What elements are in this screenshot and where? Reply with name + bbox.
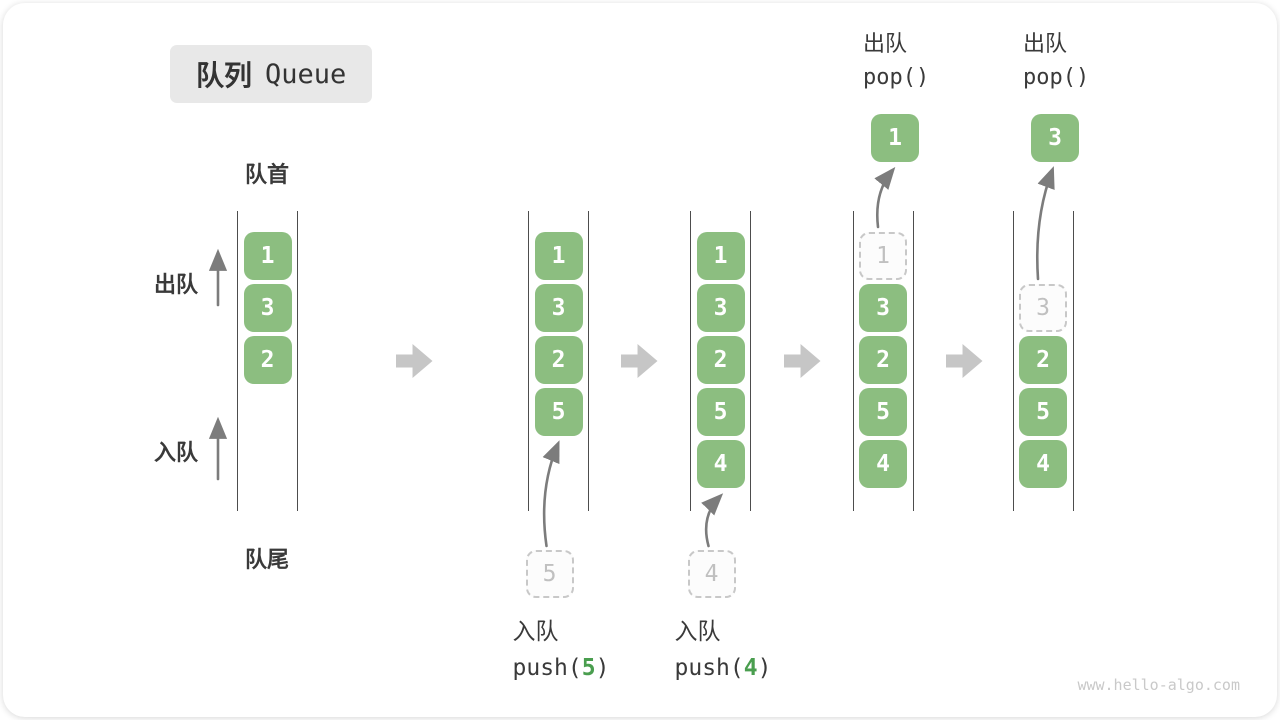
dequeue-op-code: pop() [863, 65, 930, 90]
incoming-ghost-box: 5 [525, 550, 574, 598]
enqueue-op-code: push(5) [512, 655, 610, 681]
popped-item-box: 1 [871, 114, 919, 162]
title-badge: 队列 Queue [170, 45, 373, 103]
watermark: www.hello-algo.com [1077, 676, 1240, 694]
queue-item-box: 5 [534, 388, 583, 436]
enqueue-op-code: push(4) [674, 655, 772, 681]
queue-item-box: 2 [696, 336, 745, 384]
queue-lane-2 [528, 211, 589, 511]
queue-lane-5 [1012, 211, 1074, 511]
queue-item-box: 3 [696, 284, 745, 332]
queue-item-box: 1 [243, 232, 292, 280]
popped-item-box: 3 [1031, 114, 1079, 162]
queue-item-box: 5 [696, 388, 745, 436]
dequeued-ghost-box: 3 [1019, 284, 1067, 332]
enqueue-op-zh: 入队 [674, 618, 721, 644]
queue-item-box: 3 [243, 284, 292, 332]
dequeue-op-label: 出队 pop() [863, 27, 929, 95]
enqueue-op-label: 入队 push(5) [513, 613, 610, 687]
dequeue-op-label: 出队 pop() [1023, 27, 1089, 95]
queue-item-box: 1 [696, 232, 745, 280]
dequeue-side-label: 出队 [153, 272, 198, 297]
enqueue-arg: 5 [581, 655, 596, 681]
queue-item-box: 2 [243, 336, 292, 384]
enqueue-arg: 4 [743, 655, 758, 681]
dequeue-op-zh: 出队 [863, 31, 908, 56]
title-en: Queue [265, 58, 347, 90]
queue-item-box: 4 [1019, 440, 1067, 488]
queue-item-box: 4 [859, 440, 907, 488]
queue-item-box: 3 [859, 284, 907, 332]
enqueue-op-zh: 入队 [512, 618, 559, 644]
queue-item-box: 1 [534, 232, 583, 280]
queue-item-box: 2 [1019, 336, 1067, 384]
queue-item-box: 2 [859, 336, 907, 384]
queue-item-box: 5 [859, 388, 907, 436]
front-label: 队首 [244, 162, 289, 187]
queue-item-box: 2 [534, 336, 583, 384]
enqueue-side-label: 入队 [153, 440, 198, 465]
incoming-ghost-box: 4 [687, 550, 736, 598]
queue-lane-4 [852, 211, 914, 511]
enqueue-op-label: 入队 push(4) [675, 613, 772, 687]
dequeued-ghost-box: 1 [859, 232, 907, 280]
rear-label: 队尾 [244, 547, 289, 572]
queue-item-box: 3 [534, 284, 583, 332]
dequeue-op-code: pop() [1023, 65, 1090, 90]
queue-item-box: 5 [1019, 388, 1067, 436]
title-zh: 队列 [196, 60, 253, 91]
dequeue-op-zh: 出队 [1023, 31, 1068, 56]
queue-lane-3 [690, 211, 751, 511]
queue-lane-1 [237, 211, 298, 511]
queue-item-box: 4 [696, 440, 745, 488]
